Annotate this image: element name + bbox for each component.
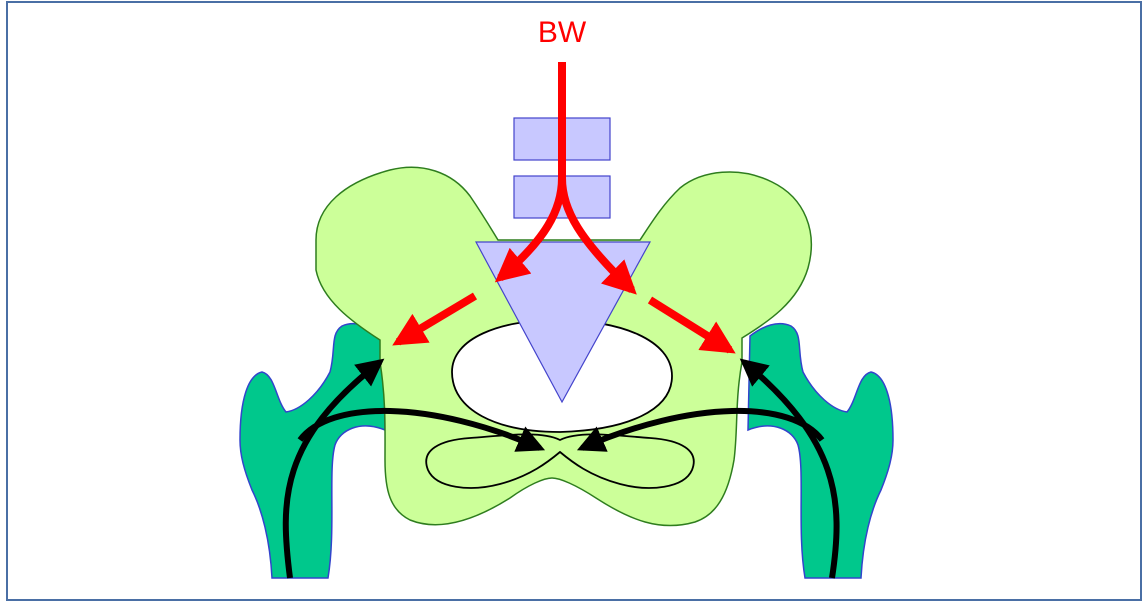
left-femur — [240, 324, 385, 578]
body-weight-label: BW — [538, 16, 587, 49]
